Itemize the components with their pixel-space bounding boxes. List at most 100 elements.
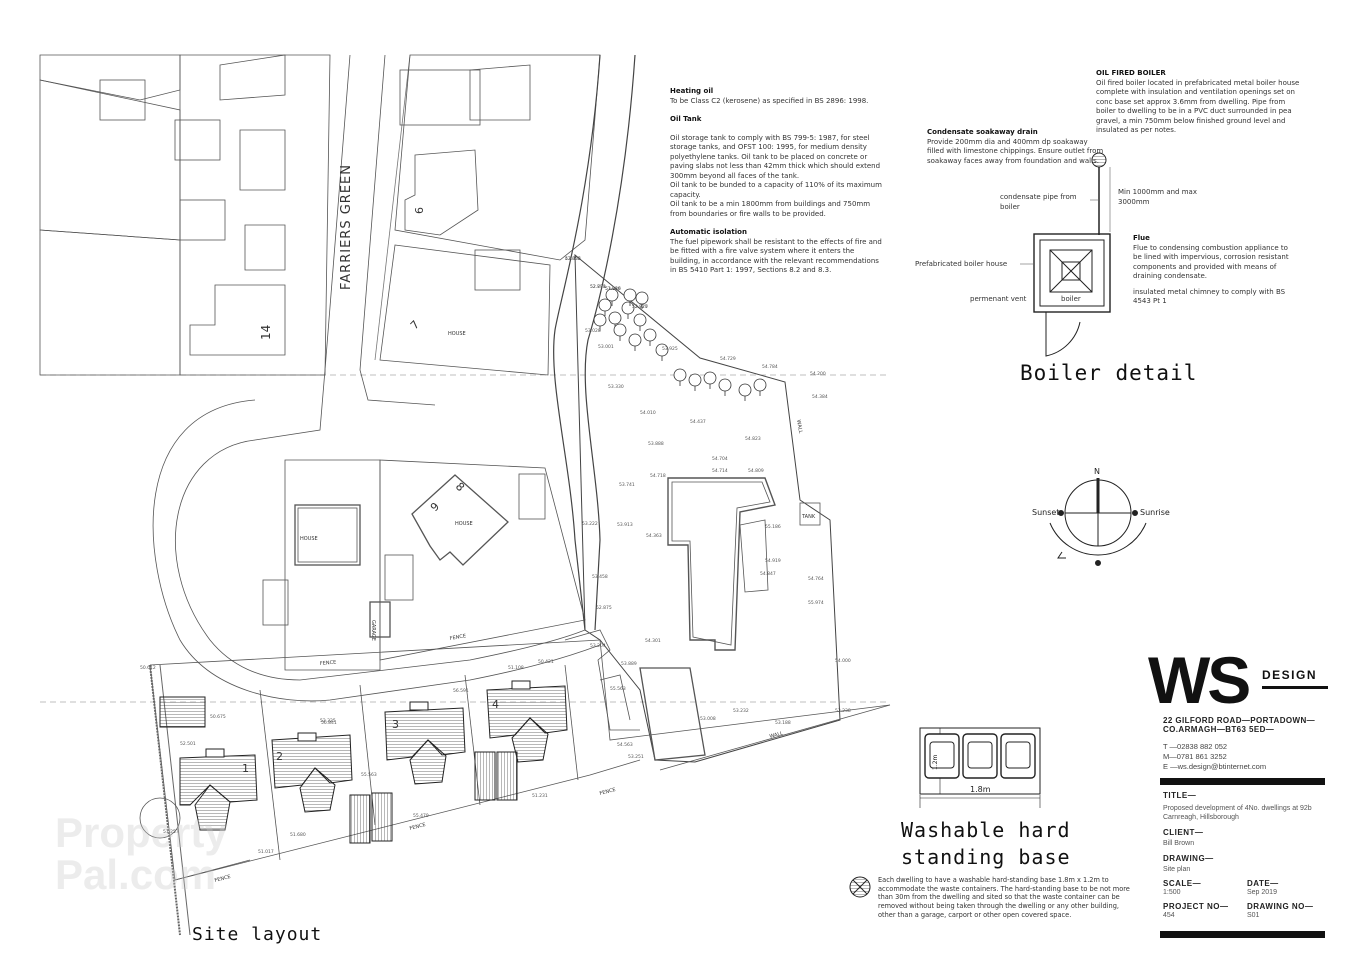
spot-level-label: 52.325 xyxy=(320,718,336,724)
parcel xyxy=(39,79,181,241)
scale-cell: SCALE— 1:500 PROJECT NO— 454 xyxy=(1163,879,1243,920)
spot-level-label: 53.888 xyxy=(648,441,664,447)
tree-symbol xyxy=(718,378,732,392)
watermark-line-2: Pal.com xyxy=(55,851,217,898)
spot-level-label: 52.898 xyxy=(590,284,606,290)
tree-symbol xyxy=(643,328,657,342)
spot-level-label: 56.841 xyxy=(321,720,337,726)
fence xyxy=(174,859,251,881)
spot-level-label: 54.823 xyxy=(745,436,761,442)
drawing-no-label: DRAWING NO— xyxy=(1247,902,1314,911)
client-label: CLIENT— xyxy=(1163,828,1204,837)
heating-oil-heading: Heating oil xyxy=(670,87,714,95)
spot-level-label: 54.718 xyxy=(650,473,666,479)
title-block-rule-bottom xyxy=(1160,931,1325,938)
tree-symbol xyxy=(688,373,702,387)
boundary-stream xyxy=(584,54,636,631)
logo-ws: WS xyxy=(1148,643,1251,717)
oil-fired-boiler-text: Oil fired boiler located in prefabricate… xyxy=(1096,78,1300,135)
house-footprint xyxy=(411,474,509,566)
spot-level-label: 51.231 xyxy=(532,793,548,799)
washable-title-line-1: Washable hard xyxy=(901,818,1071,842)
wall-label: WALL xyxy=(795,419,803,434)
building-outline xyxy=(174,119,221,161)
spot-level-label: 55.186 xyxy=(765,524,781,530)
spot-level-label: 53.204 xyxy=(590,643,606,649)
building-outline xyxy=(99,79,146,121)
spot-level-label: 53.008 xyxy=(700,716,716,722)
drawing-no-value: S01 xyxy=(1247,912,1260,919)
parcel xyxy=(379,244,551,376)
watermark-line-1: Property xyxy=(55,809,228,856)
new-dwelling-1-wing xyxy=(194,784,231,831)
chimney-text: insulated metal chimney to comply with B… xyxy=(1133,287,1286,306)
spot-level-label: 54.784 xyxy=(762,364,778,370)
client-value: Bill Brown xyxy=(1163,840,1195,847)
spot-level-label: 54.301 xyxy=(645,638,661,644)
boiler-house-label: Prefabricated boiler house xyxy=(915,260,1008,268)
building-outline xyxy=(399,69,481,126)
flue-heading: Flue xyxy=(1133,234,1150,242)
building-outline xyxy=(518,473,546,520)
building-outline xyxy=(262,579,289,626)
plot-number: 3 xyxy=(392,718,399,731)
spot-level-label: 53.889 xyxy=(621,661,637,667)
washable-title-line-2: standing base xyxy=(901,845,1071,869)
title-block: TITLE— Proposed development of 4No. dwel… xyxy=(1163,791,1328,874)
telephone: T —02838 882 052 xyxy=(1163,742,1228,751)
drawing-label: DRAWING— xyxy=(1163,854,1214,863)
spot-level-label: 54.809 xyxy=(748,468,764,474)
spot-level-label: 53.028 xyxy=(585,328,601,334)
automatic-isolation-heading: Automatic isolation xyxy=(670,228,747,236)
building-outline xyxy=(404,149,479,236)
spot-level-label: 54.919 xyxy=(765,558,781,564)
spot-level-label: 53.232 xyxy=(733,708,749,714)
oil-tank-text-1: Oil storage tank to comply with BS 799-5… xyxy=(670,133,881,180)
drawing-value: Site plan xyxy=(1163,866,1191,873)
min-max-label: Min 1000mm and max 3000mm xyxy=(1118,188,1197,206)
mobile: M—0781 861 3252 xyxy=(1163,752,1227,761)
boiler-label: boiler xyxy=(1061,295,1081,303)
access-lane xyxy=(599,674,631,721)
spot-level-label: 52.501 xyxy=(180,741,196,747)
tree-canopy xyxy=(139,797,181,839)
road-edge xyxy=(175,439,586,681)
building-outline xyxy=(189,284,286,356)
heating-oil-note: Heating oil To be Class C2 (kerosene) as… xyxy=(670,87,885,276)
spot-level-label: 53.251 xyxy=(628,754,644,760)
spot-level-label: 54.384 xyxy=(812,394,828,400)
plot-number: 1 xyxy=(242,762,249,775)
tank-label: TANK xyxy=(801,514,816,520)
flue-note: Flue Flue to condensing combustion appli… xyxy=(1133,234,1298,307)
logo-rule xyxy=(1262,686,1328,689)
house-footprint-inner xyxy=(297,507,358,563)
boiler-detail-title: Boiler detail xyxy=(1020,361,1198,385)
parking-bay xyxy=(371,792,393,842)
plot-boundary xyxy=(149,639,891,741)
spot-level-label: 52.777 xyxy=(632,304,648,310)
road-edge xyxy=(359,54,436,406)
fence-label: FENCE xyxy=(320,660,337,667)
new-dwelling-2-wing xyxy=(299,767,336,813)
tree-symbol xyxy=(673,368,687,382)
scale-value: 1:500 xyxy=(1163,889,1181,896)
building-outline xyxy=(239,129,286,191)
tree-symbol xyxy=(703,371,717,385)
spot-level-label: 53.238 xyxy=(835,708,851,714)
spot-level-label: 53.016 xyxy=(605,286,621,292)
oil-tank-heading: Oil Tank xyxy=(670,115,702,123)
building-outline xyxy=(469,64,531,121)
spot-level-label: 52.336 xyxy=(565,256,581,262)
house-label: HOUSE xyxy=(455,521,473,527)
spot-level-label: 52.920 xyxy=(632,304,648,310)
parking-bay xyxy=(474,751,496,801)
parking-bay xyxy=(349,794,371,844)
vent-label: permenant vent xyxy=(970,295,1027,303)
flue-text: Flue to condensing combustion appliance … xyxy=(1133,243,1289,281)
spot-level-label: 54.704 xyxy=(712,456,728,462)
spot-level-label: 53.001 xyxy=(598,344,614,350)
tree-symbol xyxy=(738,383,752,397)
fence-label: FENCE xyxy=(214,874,231,884)
tree-group xyxy=(593,288,767,401)
